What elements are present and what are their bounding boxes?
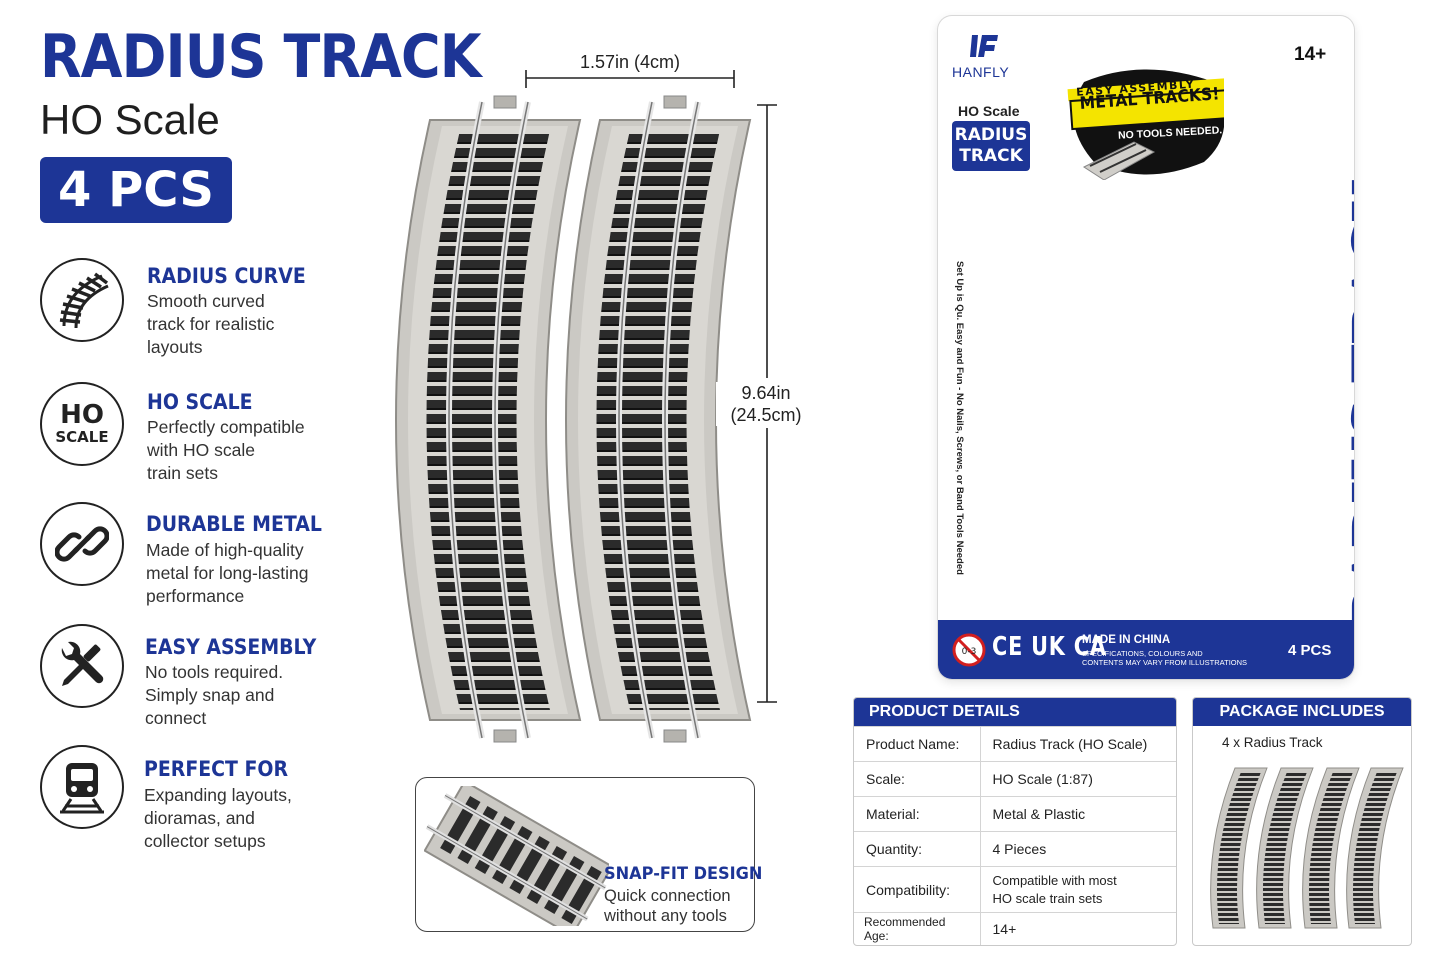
snap-fit-description: Quick connection without any tools xyxy=(604,887,731,925)
feature-title: RADIUS CURVE xyxy=(147,264,306,288)
product-details-panel: PRODUCT DETAILS Product Name: Radius Tra… xyxy=(853,697,1177,946)
snap-fit-title: SNAP-FIT DESIGN xyxy=(604,864,763,884)
vertical-title: RADIUS TRACK xyxy=(1342,179,1354,630)
detail-value: 4 Pieces xyxy=(980,831,1176,867)
chain-link-icon xyxy=(40,502,124,586)
table-row: Recommended Age: 14+ xyxy=(854,912,1176,945)
table-row: Material: Metal & Plastic xyxy=(854,796,1176,832)
certification-marks: CE UK CA xyxy=(992,632,1107,662)
table-row: Scale: HO Scale (1:87) xyxy=(854,761,1176,797)
feature-description: Made of high-quality metal for long-last… xyxy=(146,540,309,606)
spec-disclaimer-line-2: CONTENTS MAY VARY FROM ILLUSTRATIONS xyxy=(1082,658,1248,667)
curved-track-icon xyxy=(40,258,124,342)
ho-scale-icon: HO SCALE xyxy=(40,382,124,466)
detail-key: Product Name: xyxy=(854,726,981,762)
detail-value: Radius Track (HO Scale) xyxy=(980,726,1176,762)
snap-fit-closeup-image xyxy=(424,786,609,926)
package-includes-panel: PACKAGE INCLUDES 4 x Radius Track xyxy=(1192,697,1412,946)
scale-icon-text: SCALE xyxy=(55,428,109,446)
detail-value: HO Scale (1:87) xyxy=(980,761,1176,797)
four-tracks-image xyxy=(1210,767,1404,929)
feature-description: Perfectly compatible with HO scale train… xyxy=(147,417,305,483)
made-in-label: MADE IN CHINA xyxy=(1082,634,1171,646)
curved-track-pieces xyxy=(395,95,752,743)
detail-value: Compatible with most HO scale train sets xyxy=(980,866,1176,913)
package-card: HANFLY 14+ HO Scale RADIUS TRACK EASY AS… xyxy=(938,16,1354,679)
dimension-lines xyxy=(525,70,777,703)
hanfly-logo-icon xyxy=(970,35,998,57)
table-row: Quantity: 4 Pieces xyxy=(854,831,1176,867)
feature-title: PERFECT FOR xyxy=(144,757,289,781)
package-includes-item: 4 x Radius Track xyxy=(1222,735,1323,750)
age-label: 14+ xyxy=(1294,44,1327,65)
package-includes-heading: PACKAGE INCLUDES xyxy=(1193,698,1411,726)
product-details-table: Product Name: Radius Track (HO Scale) Sc… xyxy=(854,726,1176,945)
detail-key: Recommended Age: xyxy=(854,912,981,945)
no-small-parts-icon: 0-3 xyxy=(952,633,986,667)
footer-quantity: 4 PCS xyxy=(1288,642,1332,659)
detail-key: Scale: xyxy=(854,761,981,797)
svg-text:0-3: 0-3 xyxy=(962,647,977,657)
feature-title: EASY ASSEMBLY xyxy=(145,635,317,659)
table-row: Compatibility: Compatible with most HO s… xyxy=(854,866,1176,913)
spec-disclaimer-line-1: SPECIFICATIONS, COLOURS AND xyxy=(1082,649,1203,658)
detail-key: Quantity: xyxy=(854,831,981,867)
table-row: Product Name: Radius Track (HO Scale) xyxy=(854,726,1176,762)
feature-description: Smooth curved track for realistic layout… xyxy=(147,291,275,357)
feature-title: DURABLE METAL xyxy=(146,512,322,536)
snap-fit-panel xyxy=(415,777,755,932)
feature-title: HO SCALE xyxy=(147,390,253,414)
wrench-screwdriver-icon xyxy=(40,624,124,708)
track-piece-left xyxy=(395,95,582,743)
page-title: RADIUS TRACK xyxy=(40,22,482,92)
vertical-caption-container: Set Up is Qu. Easy and Fun - No Nails, S… xyxy=(952,261,966,611)
train-icon xyxy=(40,745,124,829)
length-dimension-label: 9.64in (24.5cm) xyxy=(716,382,816,426)
product-details-heading: PRODUCT DETAILS xyxy=(854,698,1176,726)
feature-description: No tools required. Simply snap and conne… xyxy=(145,662,284,728)
page-subtitle: HO Scale xyxy=(40,96,220,143)
radius-track-badge: RADIUS TRACK xyxy=(952,121,1030,171)
quantity-badge: 4 PCS xyxy=(40,157,232,223)
track-piece-right xyxy=(565,95,752,743)
vertical-title-container: RADIUS TRACK xyxy=(1283,179,1354,630)
package-footer: 0-3 CE UK CA MADE IN CHINA SPECIFICATION… xyxy=(938,620,1354,679)
ho-scale-label: HO Scale xyxy=(958,103,1020,119)
detail-key: Material: xyxy=(854,796,981,832)
detail-value: Metal & Plastic xyxy=(980,796,1176,832)
feature-description: Expanding layouts, dioramas, and collect… xyxy=(144,785,292,851)
easy-assembly-sticker xyxy=(1067,69,1224,180)
detail-value: 14+ xyxy=(980,912,1176,945)
ho-icon-text: HO xyxy=(60,400,104,430)
brand-name: HANFLY xyxy=(952,64,1010,80)
detail-key: Compatibility: xyxy=(854,866,981,913)
vertical-caption: Set Up is Qu. Easy and Fun - No Nails, S… xyxy=(954,261,965,575)
width-dimension-label: 1.57in (4cm) xyxy=(579,52,681,72)
